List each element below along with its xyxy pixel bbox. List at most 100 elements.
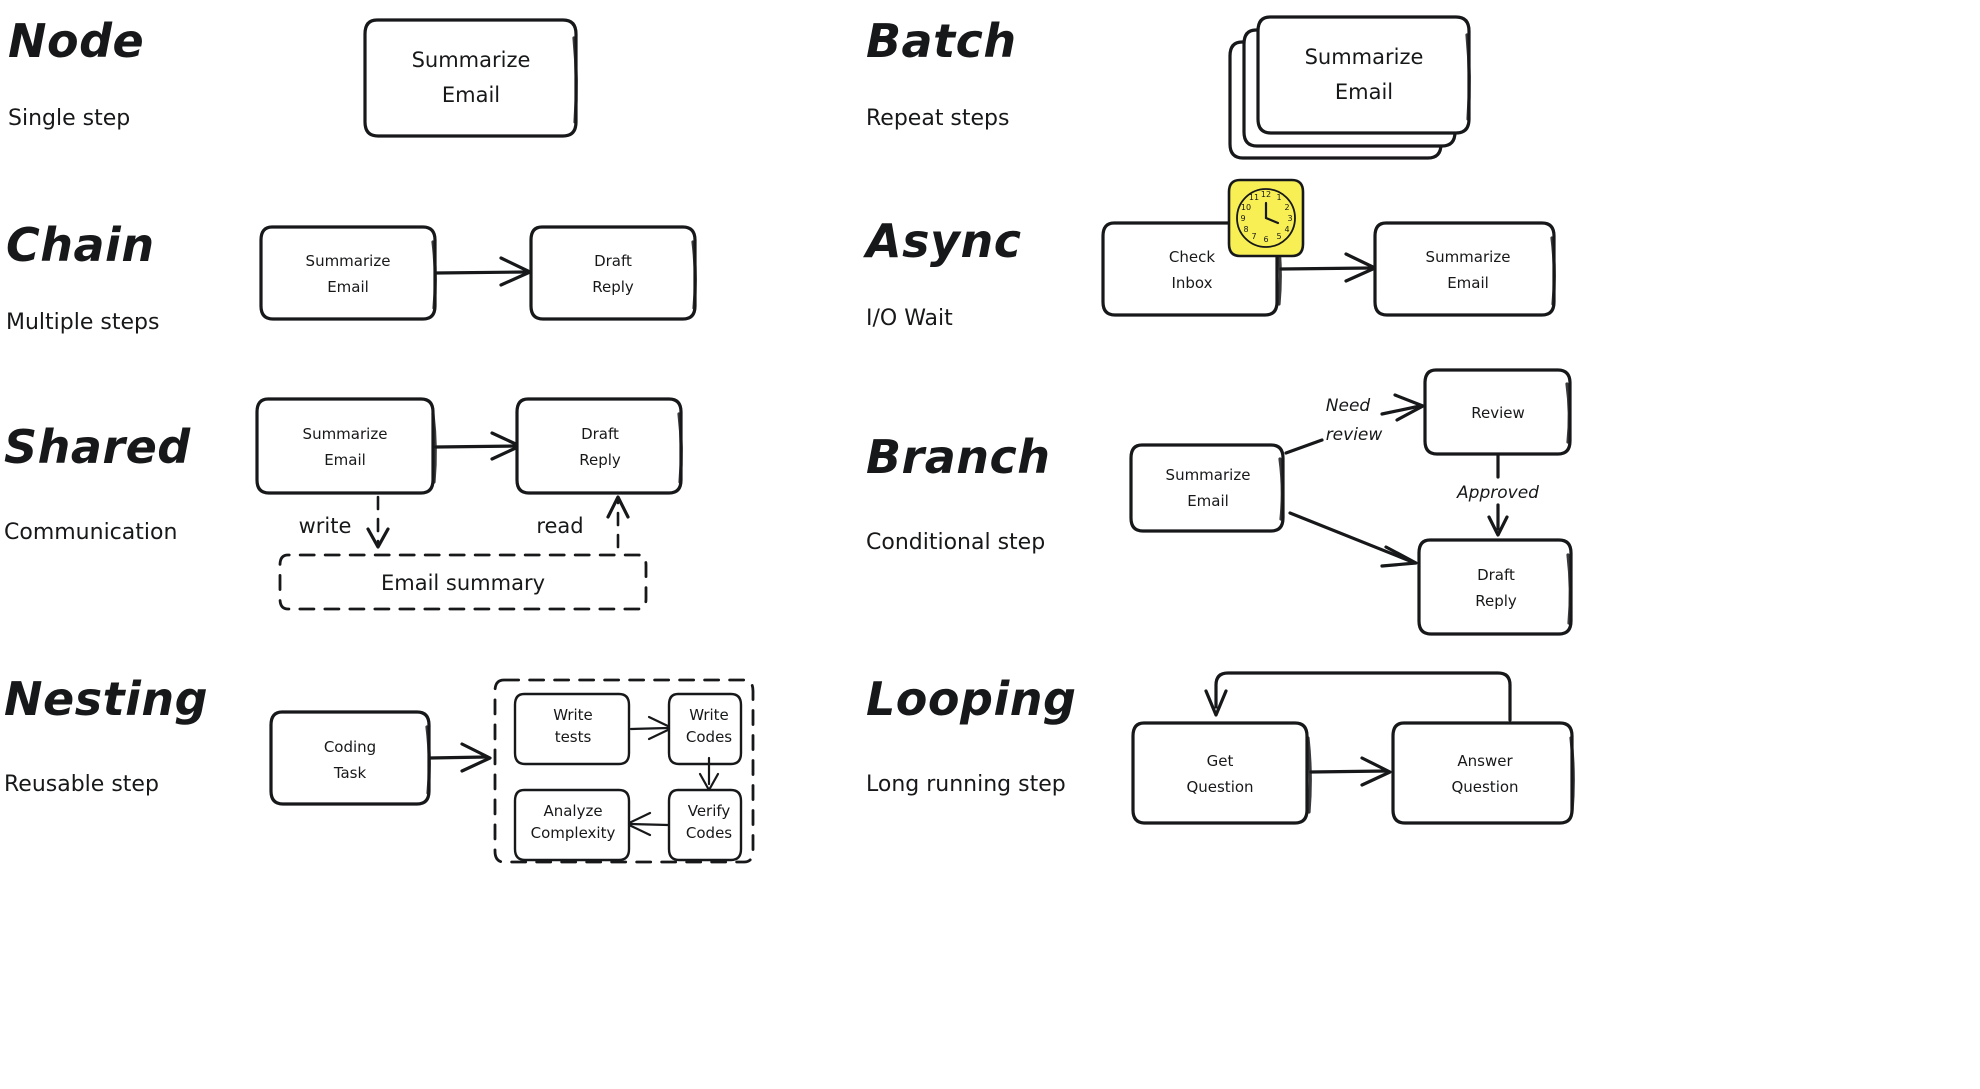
edge-label-need: Need: [1326, 396, 1371, 416]
batch-diagram: Summarize Email: [1210, 4, 1510, 169]
node-review[interactable]: Review: [1423, 368, 1572, 456]
section-shared-title: Shared Communication: [4, 420, 191, 545]
section-nesting-title: Nesting Reusable step: [4, 672, 208, 797]
section-title: Nesting: [4, 672, 209, 726]
node-summarize-email[interactable]: Summarize Email: [259, 225, 437, 321]
nesting-diagram: Coding Task Write tests Write: [268, 662, 768, 882]
node-label-line2: Complexity: [531, 824, 616, 842]
node-summarize-email[interactable]: Summarize Email: [1129, 443, 1285, 533]
node-get-question[interactable]: Get Question: [1131, 721, 1312, 825]
branch-edge-direct: [1288, 511, 1418, 568]
node-answer-question[interactable]: Answer Question: [1391, 721, 1575, 825]
shared-diagram: Summarize Email Draft Reply write: [250, 385, 700, 625]
svg-text:11: 11: [1249, 193, 1259, 202]
node-label-line1: Summarize: [1305, 45, 1424, 69]
node-label-line1: Check: [1169, 248, 1215, 266]
section-chain-title: Chain Multiple steps: [6, 218, 159, 335]
node-draft-reply[interactable]: Draft Reply: [1417, 538, 1573, 636]
node-analyze-complexity[interactable]: Analyze Complexity: [513, 788, 631, 862]
node-label-line1: Summarize: [303, 425, 388, 443]
section-subtitle: Multiple steps: [6, 310, 160, 335]
node-verify-codes[interactable]: Verify Codes: [667, 788, 743, 862]
branch-diagram: Summarize Email Need review Review Appro…: [1120, 365, 1580, 640]
node-label-line1: Draft: [581, 425, 619, 443]
section-subtitle: Single step: [8, 106, 131, 131]
node-label-line2: Task: [333, 764, 367, 782]
node-label-line2: Email: [327, 278, 369, 296]
section-title: Shared: [4, 420, 191, 474]
node-label-line1: Coding: [324, 738, 376, 756]
nesting-edge-1: [629, 715, 674, 741]
looping-diagram: Get Question Answer Question: [1120, 645, 1590, 865]
section-subtitle: I/O Wait: [866, 306, 953, 331]
node-summarize-email[interactable]: Summarize Email: [1373, 221, 1556, 317]
shared-edge-write: write: [299, 495, 390, 549]
shared-edge-main: [434, 431, 522, 461]
svg-text:7: 7: [1251, 232, 1256, 241]
branch-edge-need-review: Need review: [1284, 393, 1425, 455]
node-label-line1: Write: [553, 706, 593, 724]
node-summarize-email[interactable]: Summarize Email: [363, 18, 578, 138]
edge-label-write: write: [299, 514, 352, 538]
section-title: Async: [866, 214, 1022, 268]
section-subtitle: Reusable step: [4, 772, 159, 797]
shared-store[interactable]: Email summary: [278, 553, 648, 611]
section-subtitle: Communication: [4, 520, 178, 545]
node-summarize-email[interactable]: Summarize Email: [255, 397, 437, 495]
section-title: Looping: [866, 672, 1077, 726]
section-branch-title: Branch Conditional step: [866, 430, 1051, 555]
node-label-line2: Reply: [1475, 592, 1517, 610]
shared-edge-read: read: [536, 495, 630, 549]
node-label-line2: Reply: [592, 278, 634, 296]
svg-text:10: 10: [1241, 203, 1251, 212]
branch-edge-approved: Approved: [1456, 453, 1539, 537]
edge-label-read: read: [536, 514, 583, 538]
node-label-line1: Analyze: [543, 802, 602, 820]
looping-edge-forward: [1309, 756, 1392, 787]
node-write-tests[interactable]: Write tests: [513, 692, 631, 766]
node-label-line2: Question: [1451, 778, 1518, 796]
section-title: Batch: [866, 14, 1017, 68]
svg-text:9: 9: [1240, 214, 1245, 223]
svg-text:2: 2: [1284, 203, 1289, 212]
node-label-line1: Summarize: [1166, 466, 1251, 484]
node-label-line2: Question: [1186, 778, 1253, 796]
svg-text:3: 3: [1287, 214, 1292, 223]
section-title: Node: [8, 14, 145, 68]
section-async-title: Async I/O Wait: [866, 214, 1021, 331]
node-draft-reply[interactable]: Draft Reply: [529, 225, 697, 321]
clock-icon: 12 1 2 3 4 5 6 7 8 9 10 11: [1227, 178, 1305, 258]
looping-edge-back: [1204, 671, 1512, 722]
nesting-group: [493, 678, 755, 864]
node-write-codes[interactable]: Write Codes: [667, 692, 743, 766]
node-draft-reply[interactable]: Draft Reply: [515, 397, 683, 495]
edge-label-review: review: [1326, 425, 1383, 445]
section-subtitle: Conditional step: [866, 530, 1046, 555]
node-label-line2: Codes: [686, 728, 732, 746]
batch-card-front[interactable]: Summarize Email: [1256, 15, 1471, 135]
section-subtitle: Long running step: [866, 772, 1066, 797]
section-looping-title: Looping Long running step: [866, 672, 1076, 797]
svg-text:4: 4: [1284, 225, 1289, 234]
svg-text:6: 6: [1263, 235, 1268, 244]
node-label-line2: Email: [324, 451, 366, 469]
svg-text:8: 8: [1243, 225, 1248, 234]
node-label-line2: Email: [1187, 492, 1229, 510]
async-edge-1: [1279, 252, 1377, 283]
node-label-line1: Summarize: [1426, 248, 1511, 266]
chain-edge-1: [434, 256, 532, 287]
node-label-line2: Email: [1335, 80, 1393, 104]
node-label-line1: Write: [689, 706, 729, 724]
store-label: Email summary: [381, 571, 545, 595]
nesting-edge-3: [625, 811, 670, 837]
node-label-line2: Reply: [579, 451, 621, 469]
node-label-line1: Summarize: [306, 252, 391, 270]
node-label-line2: tests: [555, 728, 592, 746]
async-diagram: Check Inbox Summarize Email 12 1 2 3: [1100, 175, 1570, 345]
node-label-line1: Verify: [688, 802, 731, 820]
node-coding-task[interactable]: Coding Task: [269, 710, 431, 806]
svg-text:1: 1: [1276, 193, 1281, 202]
section-title: Branch: [866, 430, 1051, 484]
node-label-line1: Draft: [594, 252, 632, 270]
